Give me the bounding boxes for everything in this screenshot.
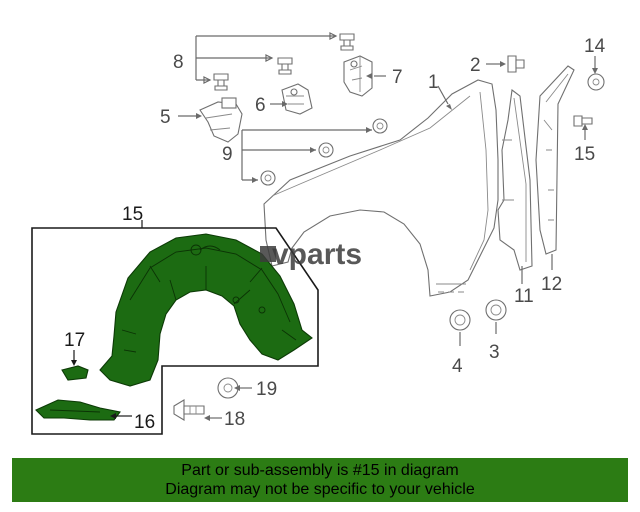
nut-part-19: 19 (217, 377, 277, 400)
callout-15: 15 (122, 204, 143, 225)
callout-19: 19 (256, 379, 277, 400)
callout-12: 12 (541, 274, 562, 295)
callout-6: 6 (255, 95, 266, 116)
callout-14: 15 (574, 144, 595, 165)
callout-8: 8 (173, 52, 184, 73)
clip-part-9c (260, 170, 276, 186)
callout-group-8: 8 (173, 32, 355, 91)
clip-part-9a (372, 118, 388, 134)
highlight-box-15: 15 (31, 204, 319, 435)
bracket-part-5: 5 (160, 97, 243, 143)
fender-liner-part-15 (99, 233, 313, 387)
nut-part-13: 14 (584, 36, 606, 91)
bolt-part-4: 4 (449, 309, 471, 377)
callout-7: 7 (392, 67, 403, 88)
screw-part-14: 15 (573, 115, 595, 165)
banner-line-2: Diagram may not be specific to your vehi… (165, 481, 475, 498)
panel-part-12: 12 (535, 65, 575, 295)
watermark-logo: vparts (260, 238, 362, 271)
callout-13: 14 (584, 36, 606, 57)
clip-part-8a (339, 33, 355, 51)
callout-18: 18 (224, 409, 245, 430)
clip-part-17: 17 (61, 330, 89, 381)
clip-part-9b (318, 142, 334, 158)
bolt-part-2: 2 (470, 55, 525, 76)
clip-part-8c (213, 73, 229, 91)
bracket-part-7: 7 (343, 55, 403, 97)
parts-diagram: 8 7 6 5 9 (31, 32, 606, 435)
callout-16: 16 (134, 412, 155, 433)
seal-part-11: 11 (497, 88, 534, 307)
bracket-part-6: 6 (255, 83, 313, 116)
callout-4: 4 (452, 356, 463, 377)
shield-part-16: 16 (35, 399, 155, 433)
banner-line-1: Part or sub-assembly is #15 in diagram (181, 462, 459, 479)
clip-part-18: 18 (173, 399, 245, 430)
callout-5: 5 (160, 107, 171, 128)
callout-17: 17 (64, 330, 85, 351)
watermark-text: vparts (272, 238, 362, 271)
callout-1: 1 (428, 72, 439, 93)
clip-part-8b (277, 57, 293, 75)
callout-11: 11 (514, 286, 534, 307)
callout-group-9: 9 (222, 118, 388, 186)
callout-9: 9 (222, 144, 233, 165)
bolt-part-3: 3 (485, 299, 507, 363)
callout-2: 2 (470, 55, 481, 76)
callout-3: 3 (489, 342, 500, 363)
info-banner: Part or sub-assembly is #15 in diagram D… (12, 458, 628, 502)
fender-part-1: 1 (263, 72, 499, 297)
